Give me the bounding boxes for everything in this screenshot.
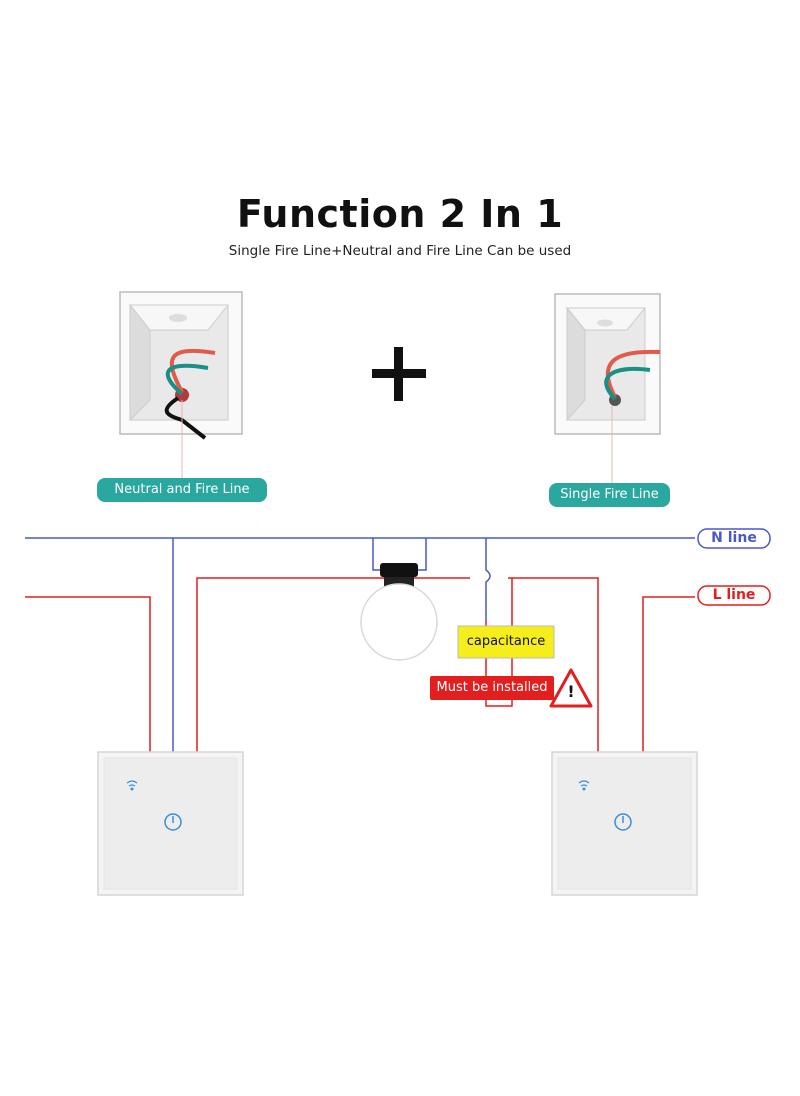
switch-panel-left — [97, 751, 244, 896]
neutral-fire-line-label: Neutral and Fire Line — [97, 478, 267, 502]
l-line-text: L line — [712, 587, 756, 603]
wifi-icon — [578, 780, 590, 791]
power-icon — [614, 813, 632, 831]
wall-box-icon-left — [119, 291, 243, 480]
light-bulb-icon — [360, 563, 438, 661]
n-line-label — [697, 528, 771, 549]
switch-panel-right — [551, 751, 698, 896]
l-line-label — [697, 585, 771, 606]
warning-icon — [549, 668, 593, 708]
capacitance-text: capacitance — [466, 634, 546, 649]
must-install-box — [430, 676, 554, 700]
warning-mark: ! — [567, 682, 575, 701]
capacitance-box — [457, 625, 555, 659]
wall-box-icon-right — [554, 293, 661, 485]
must-install-text: Must be installed — [436, 680, 548, 695]
l-line-wire — [25, 577, 695, 752]
n-line-text: N line — [711, 530, 757, 546]
page-subtitle: Single Fire Line+Neutral and Fire Line C… — [228, 243, 572, 259]
wifi-icon — [126, 780, 138, 791]
single-fire-line-label: Single Fire Line — [549, 483, 670, 507]
plus-symbol — [372, 347, 426, 401]
power-icon — [164, 813, 182, 831]
n-line-wire — [25, 537, 695, 752]
page-title: Function 2 In 1 — [236, 192, 564, 236]
